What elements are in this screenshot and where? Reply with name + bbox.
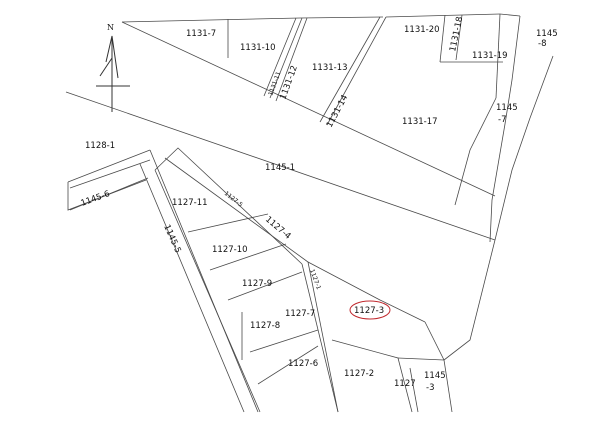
parcel-label-1127-1: 1127-1 bbox=[308, 268, 322, 291]
parcel-label-1127-8: 1127-8 bbox=[250, 321, 280, 331]
parcel-label-1145-8-line1: 1145 bbox=[536, 29, 558, 39]
parcel-label-1145-3-line1: 1145 bbox=[424, 371, 446, 381]
parcel-label-1145-7-line2: -7 bbox=[498, 115, 506, 125]
parcel-label-1145-1: 1145-1 bbox=[265, 163, 295, 173]
parcel-label-1131-14: 1131-14 bbox=[325, 93, 351, 129]
parcel-label-1128-1: 1128-1 bbox=[85, 141, 115, 151]
parcel-label-1127-11: 1127-11 bbox=[172, 198, 208, 208]
parcel-label-1127-6: 1127-6 bbox=[288, 359, 318, 369]
parcel-label-1145-5: 1145-5 bbox=[161, 223, 182, 255]
parcel-label-1131-13: 1131-13 bbox=[312, 63, 348, 73]
parcel-label-1127-4: 1127-4 bbox=[263, 215, 292, 242]
north-label: N bbox=[107, 23, 114, 32]
parcel-label-1131-7: 1131-7 bbox=[186, 29, 216, 39]
parcel-label-1127-9: 1127-9 bbox=[242, 279, 272, 289]
parcel-label-1127-5: 1127-5 bbox=[223, 190, 244, 209]
parcel-label-1131-10: 1131-10 bbox=[240, 43, 276, 53]
parcel-label-1131-20: 1131-20 bbox=[404, 25, 440, 35]
parcel-label-1127-3: 1127-3 bbox=[354, 306, 384, 316]
parcel-label-1145-3-line2: -3 bbox=[426, 383, 434, 393]
north-arrow-icon bbox=[96, 35, 130, 112]
parcel-label-1145-6: 1145-6 bbox=[80, 189, 112, 209]
parcel-label-1127: 1127 bbox=[394, 379, 416, 389]
parcel-label-1131-17: 1131-17 bbox=[402, 117, 438, 127]
parcel-label-1127-10: 1127-10 bbox=[212, 245, 248, 255]
parcel-label-1131-18: 1131-18 bbox=[448, 16, 465, 53]
parcel-label-1131-19: 1131-19 bbox=[472, 51, 508, 61]
parcel-label-1145-7-line1: 1145 bbox=[496, 103, 518, 113]
parcel-boundaries bbox=[65, 13, 554, 413]
parcel-label-1127-2: 1127-2 bbox=[344, 369, 374, 379]
parcel-label-1145-8-line2: -8 bbox=[538, 39, 546, 49]
highlight-circle bbox=[349, 300, 391, 320]
parcel-labels: 1131-7 1131-10 1131-11 1131-12 1131-13 1… bbox=[80, 16, 558, 393]
parcel-label-1127-7: 1127-7 bbox=[285, 309, 315, 319]
